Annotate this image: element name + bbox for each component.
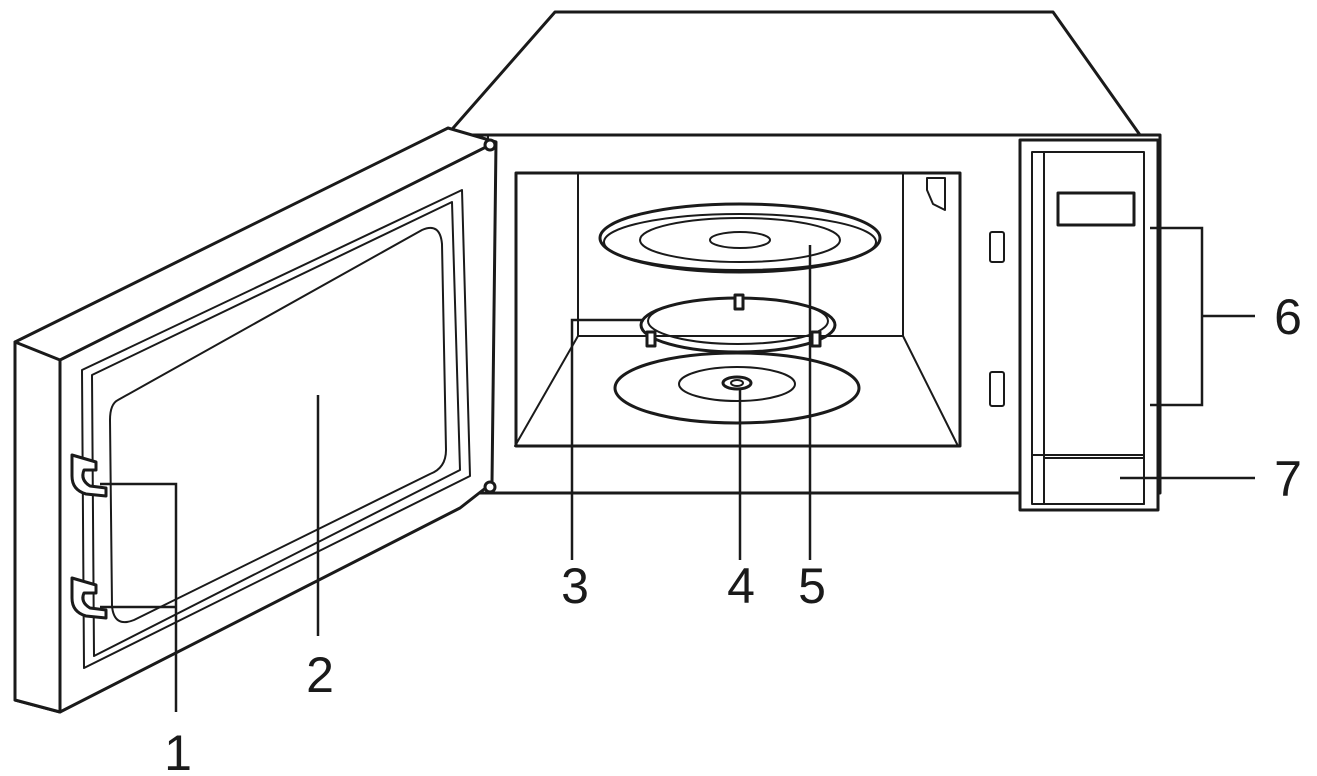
callout-6: 6 <box>1274 289 1302 345</box>
door-viewing-window <box>109 226 447 624</box>
oven-cavity <box>514 171 1005 448</box>
door-hinges <box>483 138 497 494</box>
callout-5: 5 <box>798 558 826 614</box>
door-release-button <box>1043 457 1145 505</box>
roller-ring <box>639 293 837 354</box>
callout-4: 4 <box>727 558 755 614</box>
turntable-shaft <box>721 375 753 391</box>
callout-3: 3 <box>561 558 589 614</box>
oven-door <box>13 126 498 714</box>
callout-7: 7 <box>1274 451 1302 507</box>
callout-labels: 1 2 3 4 5 6 7 <box>164 289 1302 776</box>
callout-2: 2 <box>306 647 334 703</box>
control-panel <box>1018 138 1160 512</box>
callout-1: 1 <box>164 725 192 776</box>
door-latches <box>70 453 108 620</box>
glass-turntable <box>598 202 882 274</box>
leader-lines <box>100 226 1255 712</box>
